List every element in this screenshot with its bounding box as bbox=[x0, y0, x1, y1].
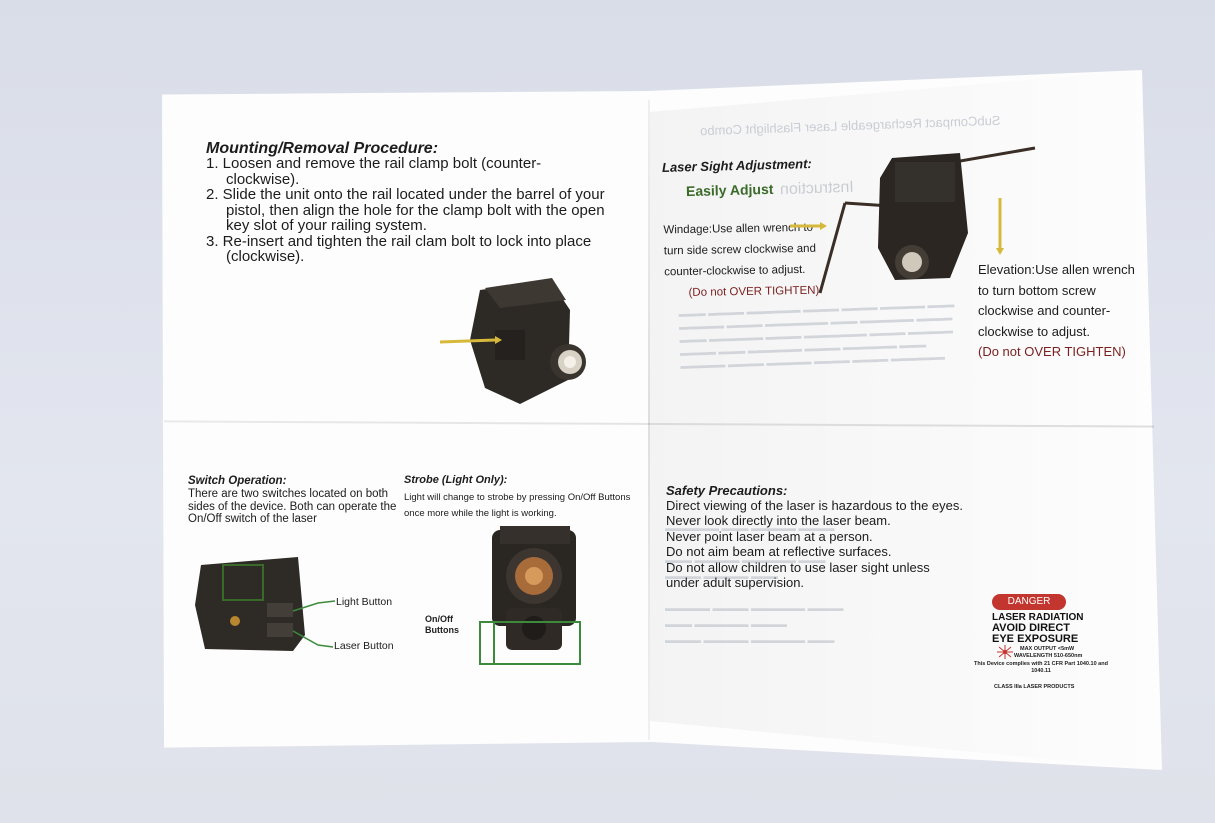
safety-list: Direct viewing of the laser is hazardous… bbox=[666, 498, 966, 590]
mounting-step: 1. Loosen and remove the rail clamp bolt… bbox=[206, 155, 542, 188]
mounting-step: 2. Slide the unit onto the rail located … bbox=[206, 186, 605, 234]
instruction-sheet bbox=[162, 70, 1162, 770]
safety-line: Do not allow children to use laser sight… bbox=[666, 559, 930, 591]
laser-starburst-icon bbox=[997, 645, 1013, 659]
laser-button-label: Laser Button bbox=[334, 640, 394, 652]
mounting-step: 3. Re-insert and tighten the rail clam b… bbox=[206, 232, 592, 265]
danger-line-2: AVOID DIRECT bbox=[992, 622, 1071, 634]
mounting-steps: 1. Loosen and remove the rail clamp bolt… bbox=[206, 156, 606, 265]
safety-line: Do not aim beam at reflective surfaces. bbox=[666, 544, 892, 560]
safety-line: Never look directly into the laser beam. bbox=[666, 513, 891, 529]
danger-compliance: This Device complies with 21 CFR Part 10… bbox=[974, 661, 1108, 674]
vertical-fold bbox=[648, 100, 650, 740]
elevation-warning: (Do not OVER TIGHTEN) bbox=[978, 344, 1126, 359]
strobe-title: Strobe (Light Only): bbox=[404, 474, 508, 486]
danger-line-3: EYE EXPOSURE bbox=[992, 633, 1079, 645]
switch-body: There are two switches located on both s… bbox=[188, 488, 397, 525]
safety-line: Direct viewing of the laser is hazardous… bbox=[666, 498, 963, 513]
danger-line-1: LASER RADIATION bbox=[992, 612, 1084, 623]
switch-device-image bbox=[195, 557, 336, 651]
mounting-title: Mounting/Removal Procedure: bbox=[206, 140, 439, 157]
mounting-device-image bbox=[439, 278, 586, 404]
elevation-text: Elevation:Use allen wrench to turn botto… bbox=[978, 262, 1135, 339]
elevation-instructions: Elevation:Use allen wrench to turn botto… bbox=[978, 260, 1138, 363]
easy-adjust-subtitle: Easily Adjust bbox=[685, 180, 774, 200]
strobe-device-image bbox=[479, 526, 581, 665]
safety-title: Safety Precautions: bbox=[666, 483, 788, 498]
strobe-body: Light will change to strobe by pressing … bbox=[404, 492, 631, 519]
switch-title: Switch Operation: bbox=[188, 475, 287, 487]
safety-line: Never point laser beam at a person. bbox=[666, 528, 873, 544]
windage-warning: (Do not OVER TIGHTEN) bbox=[688, 284, 820, 299]
danger-badge: DANGER bbox=[992, 594, 1066, 610]
laser-adjust-device-image bbox=[790, 146, 1036, 294]
windage-text: Windage:Use allen wrench to turn side sc… bbox=[663, 221, 817, 279]
danger-class: CLASS IIIa LASER PRODUCTS bbox=[994, 684, 1075, 690]
danger-spec-2: WAVELENGTH 510-650nm bbox=[1014, 653, 1083, 659]
light-button-label: Light Button bbox=[336, 596, 393, 608]
danger-spec-1: MAX OUTPUT <5mW bbox=[1020, 646, 1075, 652]
